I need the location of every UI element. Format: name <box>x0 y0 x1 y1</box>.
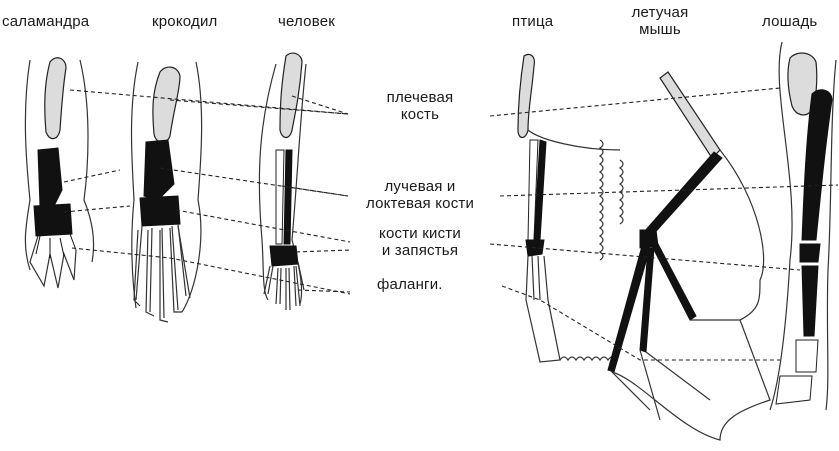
bird-limb <box>518 54 623 362</box>
horse-limb <box>770 42 836 410</box>
salamander-limb <box>25 58 93 288</box>
human-limb <box>259 53 306 310</box>
